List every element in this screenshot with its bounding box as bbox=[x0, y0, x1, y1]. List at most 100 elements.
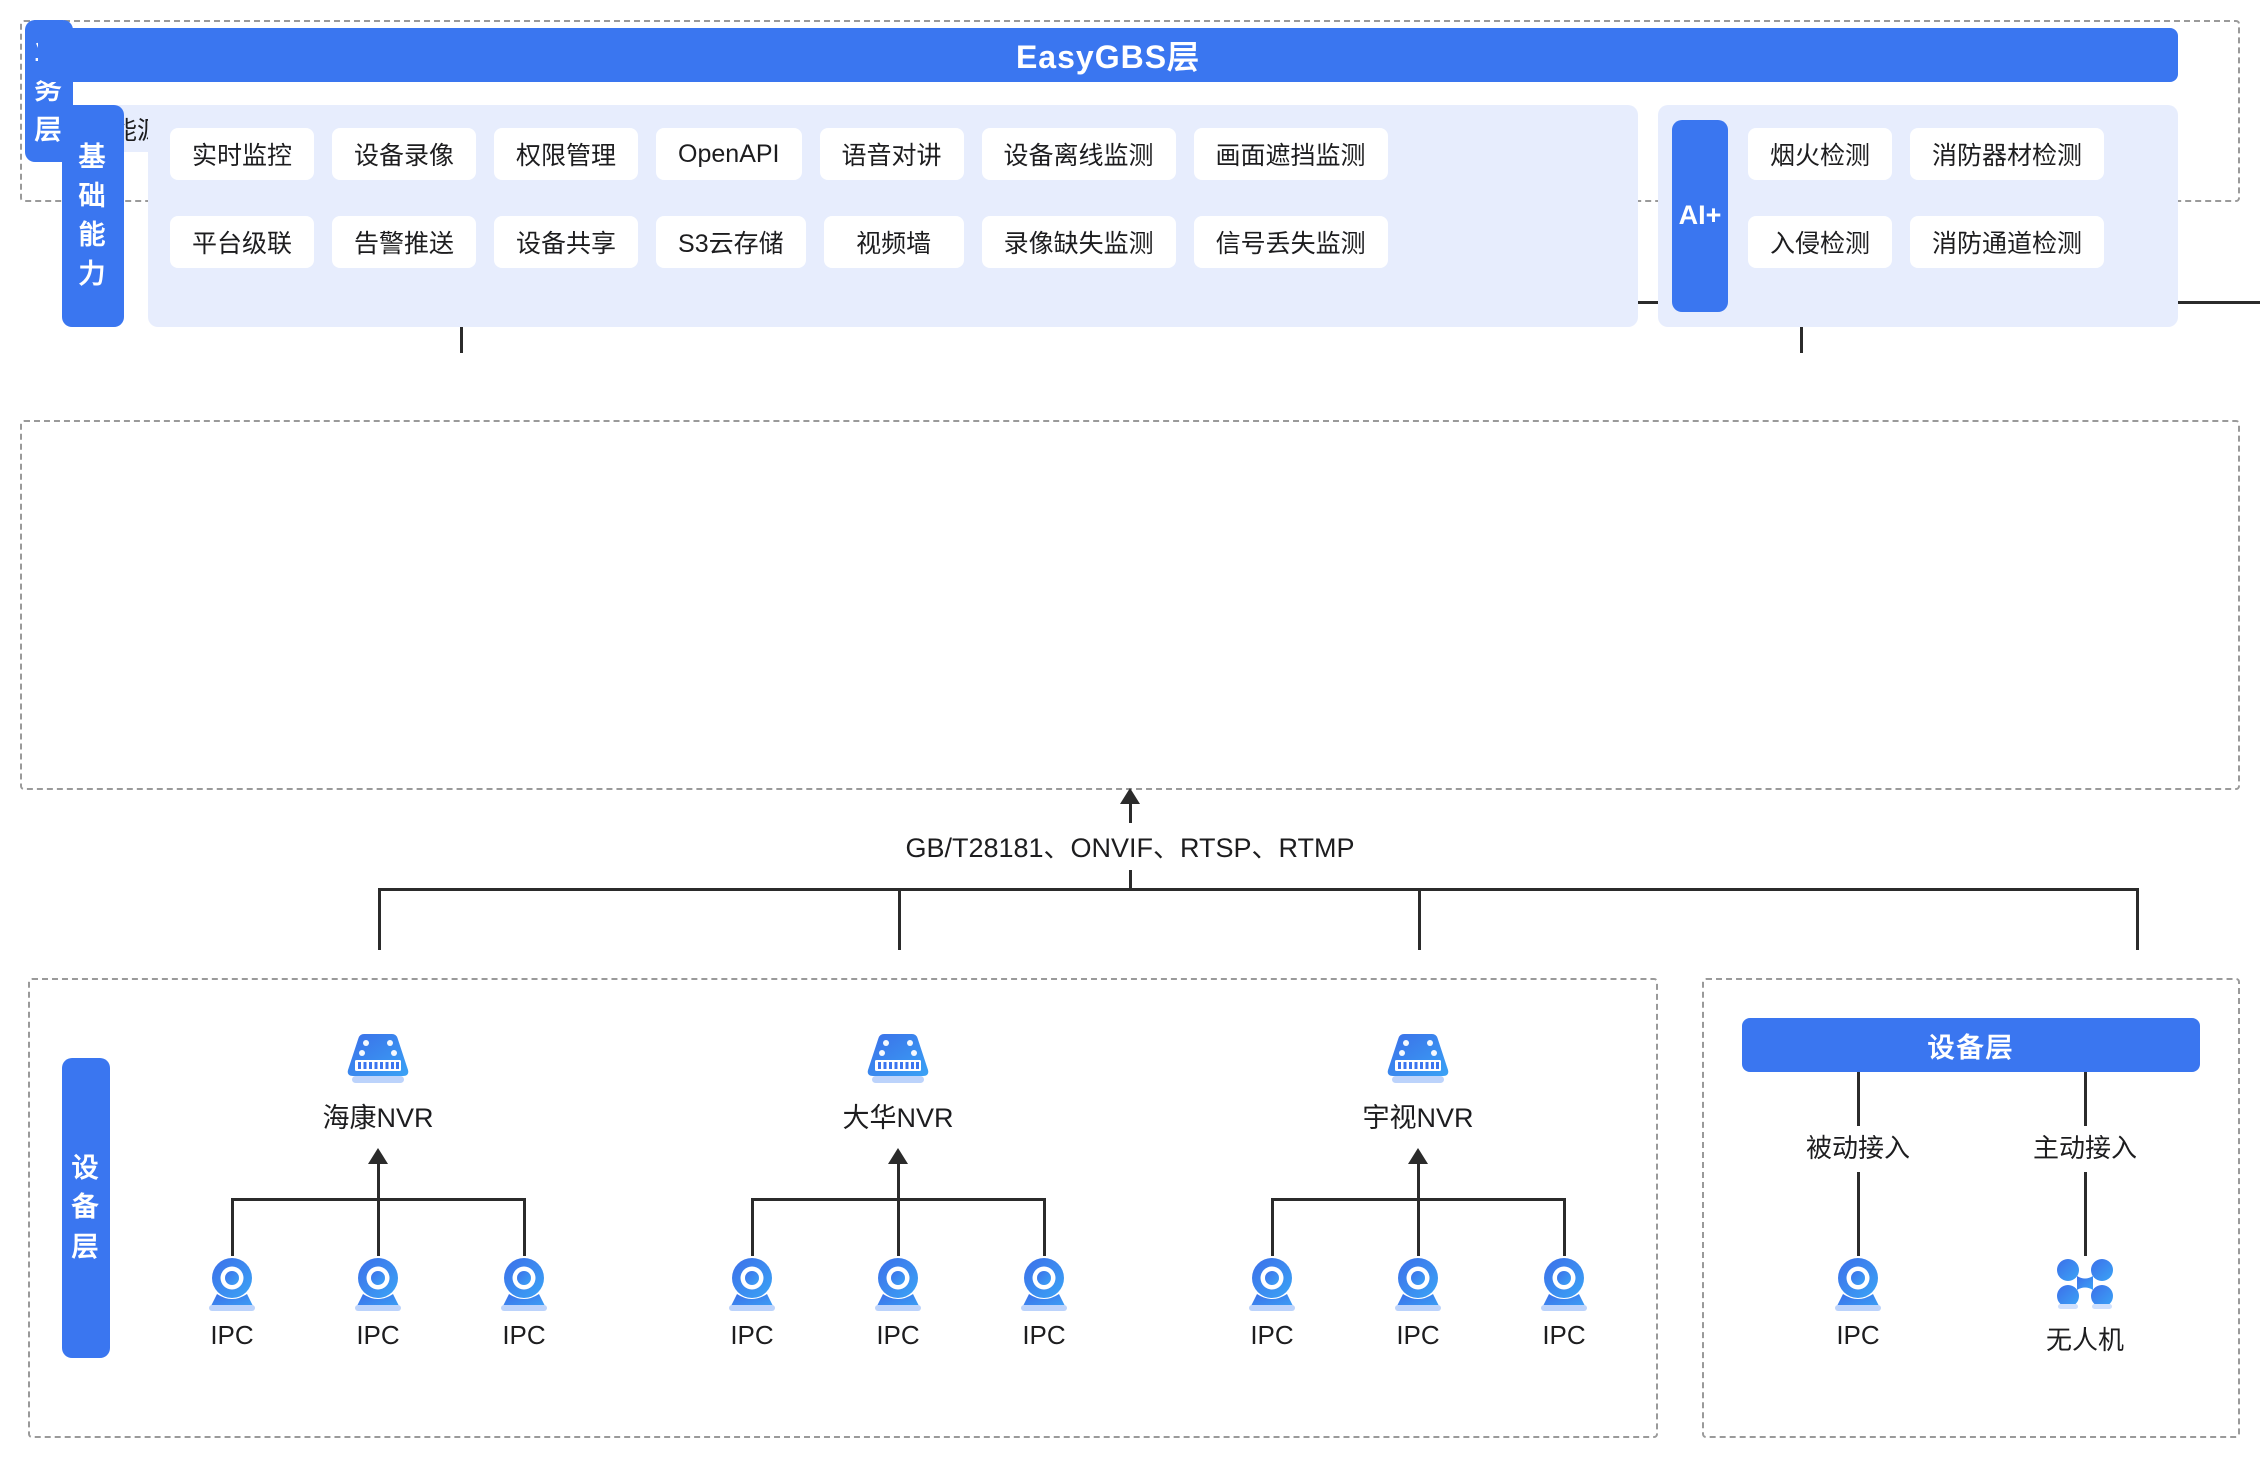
capability-tag-r2-3[interactable]: 设备共享 bbox=[494, 216, 639, 268]
nvr-icon bbox=[808, 1030, 988, 1090]
camera-icon-svg bbox=[729, 1258, 775, 1311]
camera-2-1-drop bbox=[751, 1198, 754, 1256]
capability-tag-r1-7[interactable]: 画面遮挡监测 bbox=[1193, 128, 1388, 180]
device-layer-side-label: 设备层 bbox=[62, 1058, 110, 1358]
camera-icon-svg bbox=[209, 1258, 255, 1311]
ai-tag-r1-1[interactable]: 烟火检测 bbox=[1748, 128, 1893, 180]
platform-layer-container bbox=[20, 420, 2240, 790]
connector-bottom-lower-stem bbox=[1129, 870, 1132, 890]
access-branch-2-label: 主动接入 bbox=[2015, 1128, 2155, 1165]
capability-tag-r2-4[interactable]: S3云存储 bbox=[656, 216, 806, 268]
capability-tag-r1-3[interactable]: 权限管理 bbox=[494, 128, 639, 180]
capability-tag-r1-1[interactable]: 实时监控 bbox=[170, 128, 315, 180]
nvr-icon bbox=[288, 1030, 468, 1090]
camera-3-3-drop bbox=[1563, 1198, 1566, 1256]
capability-tag-r2-7-label: 信号丢失监测 bbox=[1215, 230, 1366, 258]
camera-node-1-2-label: IPC bbox=[356, 1320, 400, 1350]
ai-tag-r2-2-label: 消防通道检测 bbox=[1932, 230, 2083, 258]
camera-icon bbox=[1202, 1256, 1342, 1314]
camera-icon-svg bbox=[1021, 1258, 1067, 1311]
ai-tag-r1-2[interactable]: 消防器材检测 bbox=[1910, 128, 2105, 180]
camera-icon bbox=[308, 1256, 448, 1314]
access-device-node-1[interactable]: IPC bbox=[1788, 1256, 1928, 1351]
connector-bottom-label: GB/T28181、ONVIF、RTSP、RTMP bbox=[905, 833, 1355, 863]
capability-tag-r2-3-label: 设备共享 bbox=[516, 230, 617, 258]
camera-node-3-2-label: IPC bbox=[1396, 1320, 1440, 1350]
camera-node-2-2-label: IPC bbox=[876, 1320, 920, 1350]
nvr-node-2[interactable]: 大华NVR bbox=[808, 1030, 988, 1135]
camera-icon-svg bbox=[875, 1258, 921, 1311]
nvr-icon-svg bbox=[347, 1034, 409, 1083]
connector-device-to-platform: GB/T28181、ONVIF、RTSP、RTMP bbox=[0, 788, 2260, 950]
nvr-group-2-arrow bbox=[888, 1148, 908, 1164]
connector-bottom-drop-3 bbox=[1418, 888, 1421, 950]
camera-2-2-drop bbox=[897, 1198, 900, 1256]
camera-node-1-3-label: IPC bbox=[502, 1320, 546, 1350]
camera-3-1-drop bbox=[1271, 1198, 1274, 1256]
easygbs-layer-title: EasyGBS层 bbox=[1015, 39, 1201, 75]
camera-node-2-3[interactable]: IPC bbox=[974, 1256, 1114, 1351]
capability-tag-r1-1-label: 实时监控 bbox=[192, 142, 293, 170]
access-device-node-2[interactable]: 无人机 bbox=[2015, 1256, 2155, 1357]
camera-node-2-1[interactable]: IPC bbox=[682, 1256, 822, 1351]
ai-tag-r1-2-label: 消防器材检测 bbox=[1932, 142, 2083, 170]
ai-tag-r2-2[interactable]: 消防通道检测 bbox=[1910, 216, 2105, 268]
capability-tag-r1-5[interactable]: 语音对讲 bbox=[819, 128, 964, 180]
capability-tag-r1-4[interactable]: OpenAPI bbox=[656, 128, 802, 180]
camera-1-2-drop bbox=[377, 1198, 380, 1256]
camera-node-2-1-label: IPC bbox=[730, 1320, 774, 1350]
easygbs-layer-bar: EasyGBS层 bbox=[38, 28, 2178, 82]
nvr-icon-svg bbox=[1387, 1034, 1449, 1083]
camera-icon-svg bbox=[1395, 1258, 1441, 1311]
access-branch-1-label: 被动接入 bbox=[1788, 1128, 1928, 1165]
capability-tag-r2-1[interactable]: 平台级联 bbox=[170, 216, 315, 268]
camera-icon-svg bbox=[501, 1258, 547, 1311]
camera-node-3-2[interactable]: IPC bbox=[1348, 1256, 1488, 1351]
camera-3-2-drop bbox=[1417, 1198, 1420, 1256]
capability-tag-r2-2[interactable]: 告警推送 bbox=[332, 216, 477, 268]
camera-node-1-3[interactable]: IPC bbox=[454, 1256, 594, 1351]
device-layer-title-bar: 设备层 bbox=[1742, 1018, 2200, 1072]
nvr-node-1[interactable]: 海康NVR bbox=[288, 1030, 468, 1135]
device-layer-left-container bbox=[28, 978, 1658, 1438]
camera-icon-svg bbox=[355, 1258, 401, 1311]
camera-node-3-1[interactable]: IPC bbox=[1202, 1256, 1342, 1351]
camera-node-3-3-label: IPC bbox=[1542, 1320, 1586, 1350]
camera-1-3-drop bbox=[523, 1198, 526, 1256]
connector-top-left-drop bbox=[460, 301, 463, 353]
ai-capability-row-1: 烟火检测 消防器材检测 bbox=[1748, 128, 2105, 180]
access-branch-1-lower-line bbox=[1857, 1172, 1860, 1256]
capability-tag-r1-2[interactable]: 设备录像 bbox=[332, 128, 477, 180]
capability-tag-r2-5-label: 视频墙 bbox=[856, 230, 932, 258]
drone-icon-svg bbox=[2057, 1259, 2113, 1309]
nvr-node-2-label: 大华NVR bbox=[842, 1103, 954, 1133]
nvr-node-3[interactable]: 宇视NVR bbox=[1328, 1030, 1508, 1135]
capability-tag-r2-1-label: 平台级联 bbox=[192, 230, 293, 258]
nvr-group-3-stem bbox=[1417, 1164, 1420, 1200]
camera-node-2-2[interactable]: IPC bbox=[828, 1256, 968, 1351]
ai-tag-r2-1-label: 入侵检测 bbox=[1770, 230, 1871, 258]
connector-bottom-drop-4 bbox=[2136, 888, 2139, 950]
camera-2-3-drop bbox=[1043, 1198, 1046, 1256]
camera-node-1-2[interactable]: IPC bbox=[308, 1256, 448, 1351]
ai-tag-r2-1[interactable]: 入侵检测 bbox=[1748, 216, 1893, 268]
capability-tag-r1-3-label: 权限管理 bbox=[516, 142, 617, 170]
capability-tag-r1-6[interactable]: 设备离线监测 bbox=[981, 128, 1176, 180]
access-branch-2-upper-line bbox=[2084, 1072, 2087, 1126]
camera-icon-svg bbox=[1541, 1258, 1587, 1311]
capability-tag-r2-6[interactable]: 录像缺失监测 bbox=[981, 216, 1176, 268]
nvr-icon-svg bbox=[867, 1034, 929, 1083]
device-layer-title: 设备层 bbox=[1927, 1032, 2015, 1063]
ai-capability-row-2: 入侵检测 消防通道检测 bbox=[1748, 216, 2105, 268]
drone-icon bbox=[2015, 1256, 2155, 1314]
access-branch-2-lower-line bbox=[2084, 1172, 2087, 1256]
camera-node-3-3[interactable]: IPC bbox=[1494, 1256, 1634, 1351]
capability-tag-r2-5[interactable]: 视频墙 bbox=[823, 216, 964, 268]
camera-node-1-1-label: IPC bbox=[210, 1320, 254, 1350]
connector-bottom-arrow bbox=[1120, 788, 1140, 804]
camera-node-1-1[interactable]: IPC bbox=[162, 1256, 302, 1351]
nvr-group-2-stem bbox=[897, 1164, 900, 1200]
capability-tag-r1-6-label: 设备离线监测 bbox=[1003, 142, 1154, 170]
camera-icon bbox=[1494, 1256, 1634, 1314]
capability-tag-r2-7[interactable]: 信号丢失监测 bbox=[1193, 216, 1388, 268]
